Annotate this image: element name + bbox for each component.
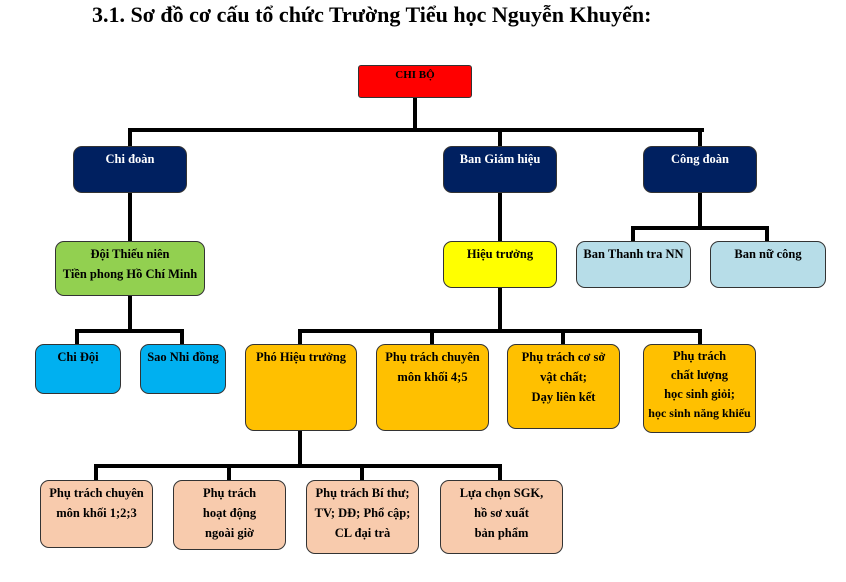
connector bbox=[561, 329, 565, 344]
node-label: Dạy liên kết bbox=[531, 390, 596, 404]
node-label: học sinh năng khiếu bbox=[648, 406, 751, 420]
connector bbox=[298, 329, 302, 344]
node-label: môn khối 1;2;3 bbox=[56, 506, 137, 520]
node-chi-doi: Chi Đội bbox=[35, 344, 121, 394]
connector bbox=[698, 192, 702, 228]
node-label: Phụ trách chuyên bbox=[49, 486, 144, 500]
node-label: chất lượng bbox=[670, 368, 729, 382]
node-label: Ban Thanh tra NN bbox=[583, 247, 684, 261]
node-label: Phụ trách cơ sở bbox=[521, 350, 606, 364]
connector bbox=[430, 329, 434, 344]
node-label: Hiệu trưởng bbox=[466, 247, 534, 261]
node-label: Đội Thiếu niên bbox=[90, 247, 170, 261]
connector bbox=[698, 128, 702, 146]
connector bbox=[94, 464, 98, 480]
node-pt-hoat-dong: Phụ trách hoạt động ngoài giờ bbox=[173, 480, 286, 550]
node-ban-giam-hieu: Ban Giám hiệu bbox=[443, 146, 557, 193]
connector bbox=[128, 128, 132, 146]
connector bbox=[631, 226, 635, 241]
connector bbox=[227, 464, 231, 480]
node-label: Chi đoàn bbox=[105, 152, 155, 166]
node-pt-chuyen-mon-45: Phụ trách chuyên môn khối 4;5 bbox=[376, 344, 489, 431]
connector bbox=[298, 329, 702, 333]
node-chi-bo: CHI BỘ bbox=[358, 65, 472, 98]
connector bbox=[75, 329, 79, 344]
node-label: TV; DĐ; Phổ cập; bbox=[314, 506, 411, 520]
connector bbox=[75, 329, 184, 333]
node-label: Phụ trách chuyên bbox=[385, 350, 480, 364]
node-label: CL đại trà bbox=[334, 526, 391, 540]
node-label: Phụ trách Bí thư; bbox=[315, 486, 410, 500]
connector bbox=[413, 97, 417, 132]
node-label: Sao Nhi đồng bbox=[147, 350, 219, 364]
node-hieu-truong: Hiệu trưởng bbox=[443, 241, 557, 288]
node-label: Phụ trách bbox=[672, 349, 727, 363]
node-sao-nhi-dong: Sao Nhi đồng bbox=[140, 344, 226, 394]
page-title: 3.1. Sơ đồ cơ cấu tổ chức Trường Tiểu họ… bbox=[92, 2, 652, 27]
connector bbox=[631, 226, 769, 230]
node-lua-chon-sgk: Lựa chọn SGK, hồ sơ xuất bản phẩm bbox=[440, 480, 563, 554]
node-label: Chi Đội bbox=[57, 350, 99, 364]
node-label: môn khối 4;5 bbox=[397, 370, 468, 384]
node-chi-doan: Chi đoàn bbox=[73, 146, 187, 193]
node-label: Lựa chọn SGK, bbox=[459, 486, 544, 500]
node-label: CHI BỘ bbox=[395, 69, 435, 81]
node-label: Ban nữ công bbox=[734, 247, 802, 261]
connector bbox=[498, 464, 502, 480]
node-label: Phó Hiệu trưởng bbox=[255, 350, 347, 364]
node-label: hồ sơ xuất bbox=[474, 506, 529, 520]
connector bbox=[128, 295, 132, 331]
connector bbox=[180, 329, 184, 344]
connector bbox=[128, 128, 704, 132]
node-pt-chat-luong: Phụ trách chất lượng học sinh giỏi; học sin… bbox=[643, 344, 756, 433]
node-label: vật chất; bbox=[540, 370, 587, 384]
node-cong-doan: Công đoàn bbox=[643, 146, 757, 193]
connector bbox=[298, 430, 302, 466]
node-ban-thanh-tra: Ban Thanh tra NN bbox=[576, 241, 691, 288]
node-pt-chuyen-mon-123: Phụ trách chuyên môn khối 1;2;3 bbox=[40, 480, 153, 548]
node-pt-co-so: Phụ trách cơ sở vật chất; Dạy liên kết bbox=[507, 344, 620, 429]
connector bbox=[498, 128, 502, 146]
connector bbox=[698, 329, 702, 344]
node-label: Công đoàn bbox=[670, 152, 729, 166]
node-pt-bi-thu: Phụ trách Bí thư; TV; DĐ; Phổ cập; CL đại … bbox=[306, 480, 419, 554]
node-ban-nu-cong: Ban nữ công bbox=[710, 241, 826, 288]
connector bbox=[765, 226, 769, 241]
node-label: hoạt động bbox=[202, 506, 257, 520]
node-label: Tiền phong Hồ Chí Minh bbox=[62, 267, 198, 281]
connector bbox=[498, 192, 502, 241]
connector bbox=[498, 287, 502, 331]
node-pho-hieu-truong: Phó Hiệu trưởng bbox=[245, 344, 357, 431]
node-label: ngoài giờ bbox=[205, 526, 254, 540]
connector bbox=[94, 464, 502, 468]
node-label: bản phẩm bbox=[474, 526, 529, 540]
connector bbox=[360, 464, 364, 480]
node-label: Phụ trách bbox=[202, 486, 257, 500]
node-label: học sinh giỏi; bbox=[664, 387, 735, 401]
connector bbox=[128, 192, 132, 241]
node-label: Ban Giám hiệu bbox=[459, 152, 541, 166]
